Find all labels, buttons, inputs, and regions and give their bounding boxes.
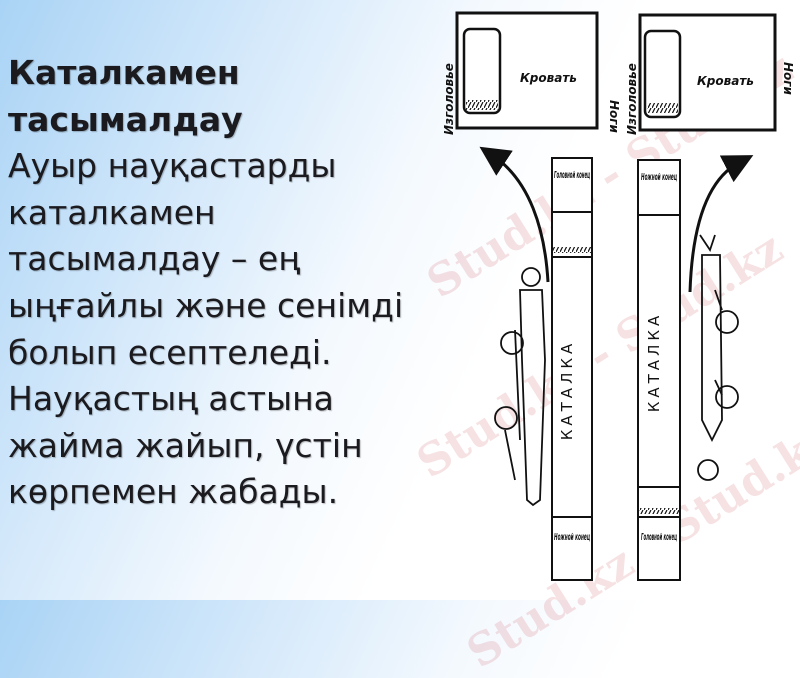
bottom-end-label: Головной конец	[641, 532, 677, 543]
bottom-end-label: Ножной конец	[554, 532, 590, 543]
left-stretcher: Головной конец КАТАЛКА Ножной конец	[551, 157, 593, 581]
right-stretcher: Ножной конец КАТАЛКА Головной конец	[637, 159, 681, 581]
left-carriers-figure	[494, 267, 546, 507]
top-end-label: Головной конец	[554, 170, 590, 181]
head-label: Изголовье	[625, 63, 639, 135]
left-arrow-icon	[479, 146, 550, 283]
right-arrow-icon	[688, 155, 754, 293]
slide-body: Ауыр науқастарды каталкамен тасымалдау –…	[8, 146, 404, 512]
bed-label: Кровать	[697, 74, 754, 88]
left-bed: Кровать Изголовье Ноги	[442, 11, 621, 135]
head-label: Изголовье	[442, 63, 456, 135]
right-carriers-figure	[697, 234, 739, 481]
right-bed: Кровать Изголовье Ноги	[625, 13, 795, 135]
slide-title: Каталкамен тасымалдау	[8, 53, 243, 139]
top-end-label: Ножной конец	[641, 172, 677, 183]
feet-label: Ноги	[781, 62, 795, 96]
bed-label: Кровать	[520, 71, 577, 85]
stretcher-transfer-diagram: Кровать Изголовье Ноги Головной конец КА…	[442, 11, 795, 581]
stretcher-label: КАТАЛКА	[645, 312, 663, 413]
stretcher-label: КАТАЛКА	[558, 340, 576, 441]
feet-label: Ноги	[607, 100, 621, 134]
slide-text: Каталкамен тасымалдау Ауыр науқастарды к…	[8, 50, 448, 516]
